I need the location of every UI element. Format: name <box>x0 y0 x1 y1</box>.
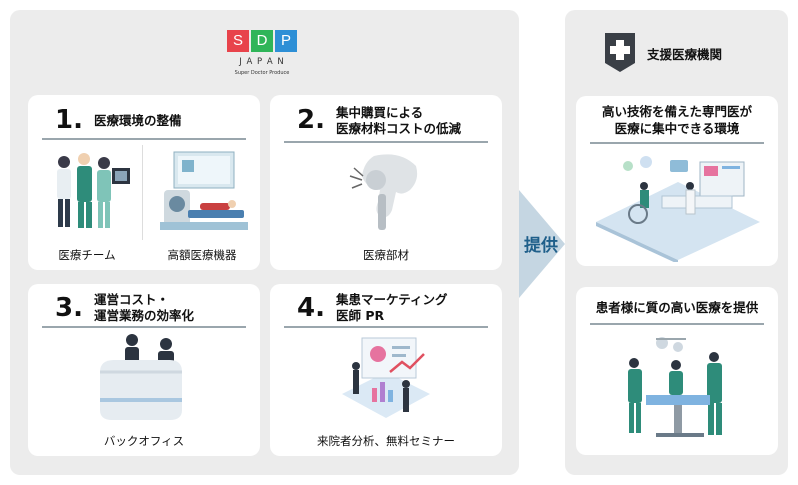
benefit-quality-care: 患者様に質の高い医療を提供 <box>595 300 759 315</box>
specialist-environment-illustration-icon <box>596 156 760 262</box>
benefit-line: 医療に集中できる環境 <box>614 121 740 136</box>
medical-implant-illustration-icon <box>349 154 418 230</box>
card-divider <box>284 326 488 328</box>
card-caption: 来院者分析、無料セミナー <box>317 434 455 448</box>
card-title-line: 集中購買による <box>336 105 424 120</box>
benefit-card-specialists <box>576 96 778 266</box>
provide-label: 提供 <box>524 236 558 256</box>
card-caption: 高額医療機器 <box>167 248 237 262</box>
medical-equipment-illustration-icon <box>160 151 248 230</box>
card-title-line: 医療材料コストの低減 <box>336 121 462 136</box>
card-column-divider <box>142 145 143 240</box>
card-title-line: 医療環境の整備 <box>94 113 182 128</box>
logo-letter-d: D <box>251 30 273 52</box>
card-title-line: 運営コスト・ <box>94 292 170 307</box>
card-procurement: 2. 集中購買による 医療材料コストの低減 医療部材 <box>270 95 502 270</box>
back-office-illustration-icon <box>100 334 182 420</box>
card-operations: 3. 運営コスト・ 運営業務の効率化 バックオフィス <box>28 284 260 456</box>
card-divider <box>284 141 488 143</box>
logo-letter-s: S <box>227 30 249 52</box>
card-number: 4. <box>297 293 325 323</box>
supported-institutions-title: 支援医療機関 <box>647 47 723 62</box>
card-caption: 医療チーム <box>58 248 116 262</box>
medical-team-illustration-icon <box>57 153 130 228</box>
benefit-divider <box>590 323 764 325</box>
medical-cross-shield-icon <box>605 33 635 72</box>
card-caption: バックオフィス <box>103 434 185 448</box>
card-title-line: 集患マーケティング <box>336 292 448 307</box>
card-divider <box>42 138 246 140</box>
logo-name: J A P A N <box>239 57 285 67</box>
surgery-team-illustration-icon <box>628 337 722 437</box>
benefit-line: 高い技術を備えた専門医が <box>601 104 752 119</box>
logo-tagline: Super Doctor Produce <box>234 70 290 76</box>
marketing-analytics-illustration-icon <box>342 337 430 418</box>
card-title-line: 医師 PR <box>336 308 385 323</box>
logo-letter-p: P <box>275 30 297 52</box>
card-number: 3. <box>55 293 83 323</box>
card-divider <box>42 326 246 328</box>
card-number: 2. <box>297 105 325 135</box>
benefit-card-quality-care <box>576 287 778 455</box>
card-caption: 医療部材 <box>363 248 409 262</box>
card-marketing: 4. 集患マーケティング 医師 PR 来院者分析、無料セミナー <box>270 284 502 456</box>
card-number: 1. <box>55 105 83 135</box>
provide-arrow-icon <box>519 190 565 298</box>
benefit-divider <box>590 142 764 144</box>
card-medical-environment: 1. 医療環境の整備 医療チーム 高額医療機器 <box>28 95 260 270</box>
card-title-line: 運営業務の効率化 <box>94 308 195 323</box>
